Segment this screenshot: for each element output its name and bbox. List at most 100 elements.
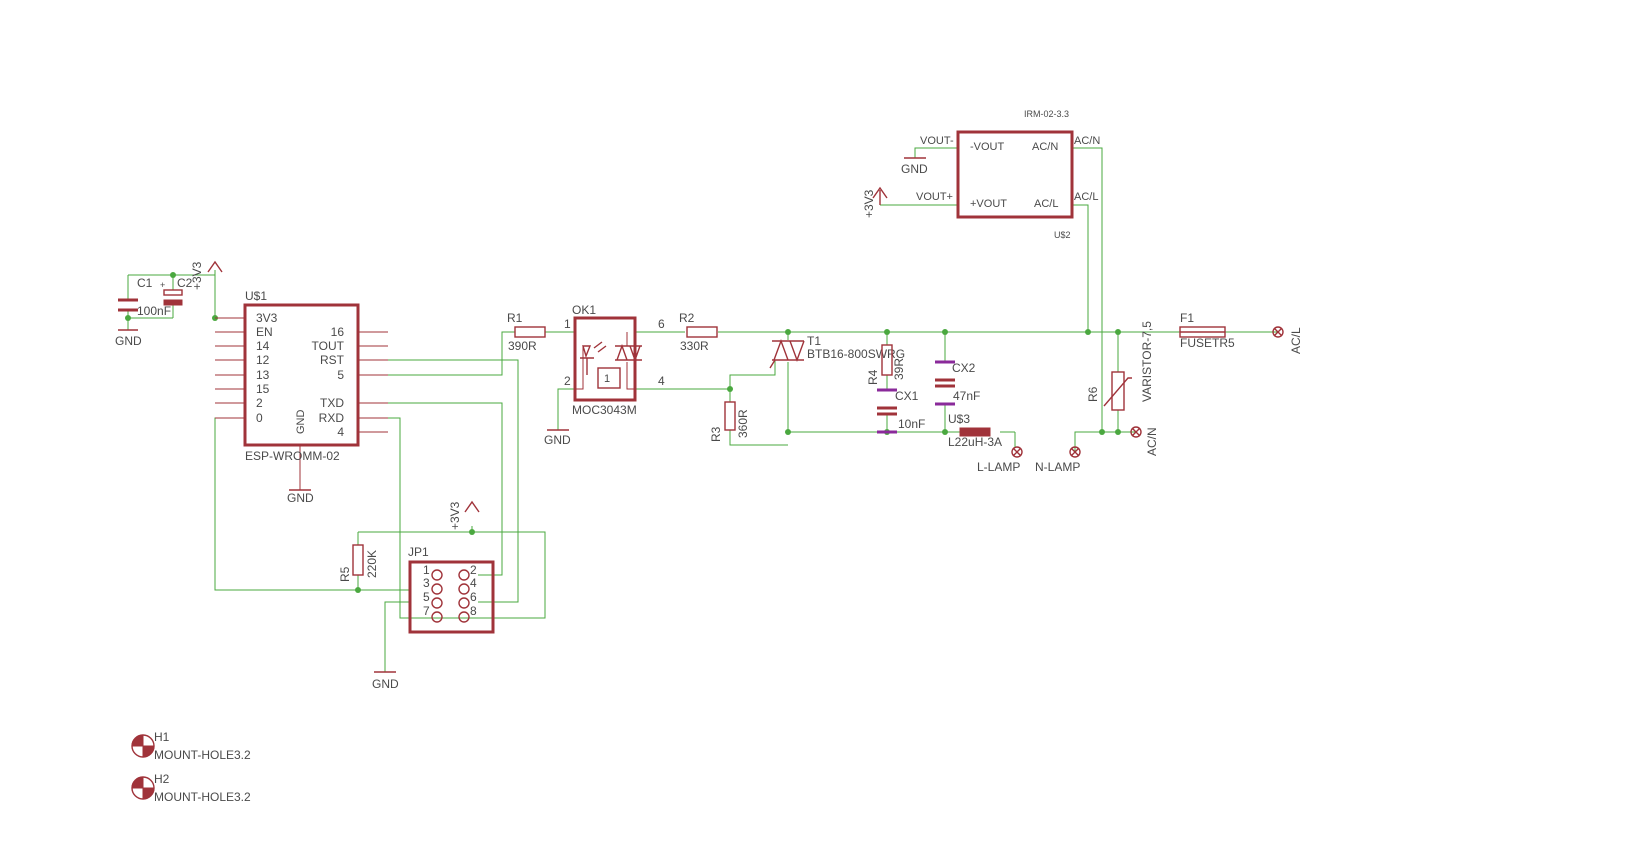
esp-value: ESP-WROMM-02 <box>245 449 340 463</box>
esp-pin-label: 12 <box>256 353 270 367</box>
svg-text:+3V3: +3V3 <box>190 261 204 290</box>
svg-text:GND: GND <box>901 162 928 176</box>
fuse-f1[interactable]: F1 FUSETR5 <box>1179 311 1235 350</box>
llamp-label: L-LAMP <box>977 460 1020 474</box>
c1-value: 100nF <box>137 304 171 318</box>
junction-dot <box>355 587 361 593</box>
svg-text:+3V3: +3V3 <box>448 501 462 530</box>
ok1-pin-label: 2 <box>564 374 571 388</box>
mount-hole-h2: H2 MOUNT-HOLE3.2 <box>131 772 251 804</box>
inductor-u3[interactable]: U$3 L22uH-3A <box>948 412 1002 449</box>
cx1-value: 10nF <box>898 417 925 431</box>
u2-pin-label: AC/L <box>1034 198 1058 210</box>
resistor-r3[interactable]: R3 360R <box>709 401 750 442</box>
u2-pad-label: VOUT- <box>920 135 954 147</box>
nlamp-label: N-LAMP <box>1035 460 1080 474</box>
wires <box>127 147 1278 672</box>
cx1-name: CX1 <box>895 389 919 403</box>
c2-name: C2 <box>177 276 193 290</box>
capacitor-cx2[interactable]: CX2 47nF <box>935 360 980 406</box>
u2-pad-label: AC/N <box>1074 135 1100 147</box>
resistor-r2[interactable]: R2 330R <box>679 311 718 353</box>
c2-polarity: + <box>160 280 165 290</box>
jp1-pin-label: 4 <box>470 576 477 590</box>
mount-hole-h1: H1 MOUNT-HOLE3.2 <box>131 730 251 762</box>
resistor-r5[interactable]: R5 220K <box>338 544 379 582</box>
u2-pin-label: -VOUT <box>970 141 1005 153</box>
svg-text:GND: GND <box>372 677 399 691</box>
v33-symbol: +3V3 <box>448 500 480 530</box>
t1-name: T1 <box>807 334 821 348</box>
esp-pin-label: TXD <box>320 396 344 410</box>
r4-name: R4 <box>866 369 880 385</box>
cx2-name: CX2 <box>952 361 976 375</box>
r6-value: VARISTOR-7,5 <box>1140 321 1154 402</box>
gnd-symbol: GND <box>544 429 571 447</box>
r4-value: 39R <box>892 358 906 380</box>
r1-name: R1 <box>507 311 523 325</box>
gnd-symbol: GND <box>372 671 399 691</box>
u2-name: U$2 <box>1054 230 1071 240</box>
junction-dot <box>1115 429 1121 435</box>
jp1-pin-label: 3 <box>423 576 430 590</box>
esp-right-pins: 16 TOUT RST 5 TXD RXD 4 <box>312 325 345 439</box>
connector-acn[interactable]: AC/N <box>1130 426 1159 456</box>
ok1-name: OK1 <box>572 303 596 317</box>
capacitor-c2[interactable]: + C2 <box>160 276 193 306</box>
esp-pin-label: TOUT <box>312 339 345 353</box>
esp-name: U$1 <box>245 289 267 303</box>
esp-pin-label: 15 <box>256 382 270 396</box>
acl-label: AC/L <box>1289 327 1303 354</box>
esp-module[interactable]: U$1 ESP-WROMM-02 3V3 EN 14 12 13 15 2 0 … <box>215 289 388 490</box>
r5-value: 220K <box>365 550 379 578</box>
h2-value: MOUNT-HOLE3.2 <box>154 790 251 804</box>
junction-dot <box>727 386 733 392</box>
junction-dot <box>884 329 890 335</box>
r1-value: 390R <box>508 339 537 353</box>
esp-pin-label: 2 <box>256 396 263 410</box>
v33-symbol: +3V3 <box>862 186 888 218</box>
triac-t1[interactable]: T1 BTB16-800SWRG <box>769 334 905 369</box>
jp1-pin-label: 1 <box>423 563 430 577</box>
svg-text:+3V3: +3V3 <box>862 189 876 218</box>
svg-text:GND: GND <box>544 433 571 447</box>
u2-pad-label: VOUT+ <box>916 191 953 203</box>
u2-pin-label: +VOUT <box>970 198 1007 210</box>
r5-name: R5 <box>338 566 352 582</box>
junction-dot <box>785 329 791 335</box>
r6-name: R6 <box>1086 386 1100 402</box>
header-jp1[interactable]: JP1 1 2 3 4 5 6 7 8 <box>408 545 495 634</box>
jp1-pin-label: 6 <box>470 590 477 604</box>
junction-dot <box>785 429 791 435</box>
connector-nlamp[interactable]: N-LAMP <box>1035 446 1081 474</box>
ok1-inner-label: 1 <box>604 373 610 385</box>
capacitor-cx1[interactable]: CX1 10nF <box>877 388 925 434</box>
esp-pin-label: 14 <box>256 339 270 353</box>
h1-name: H1 <box>154 730 170 744</box>
capacitor-c1[interactable]: C1 100nF <box>118 276 171 318</box>
r3-value: 360R <box>736 409 750 438</box>
esp-pin-label: 5 <box>337 368 344 382</box>
junction-dot <box>1099 429 1105 435</box>
u2-value: IRM-02-3.3 <box>1024 109 1069 119</box>
ok1-pin-label: 1 <box>564 317 571 331</box>
u2-pin-label: AC/N <box>1032 141 1058 153</box>
varistor-r6[interactable]: R6 VARISTOR-7,5 <box>1086 321 1154 411</box>
ok1-pin-label: 4 <box>658 374 665 388</box>
esp-pin-label: 3V3 <box>256 311 278 325</box>
acn-label: AC/N <box>1145 427 1159 456</box>
esp-pin-label: RXD <box>319 411 345 425</box>
power-module-u2[interactable]: IRM-02-3.3 U$2 -VOUT +VOUT AC/N AC/L VOU… <box>916 109 1100 240</box>
esp-left-pins: 3V3 EN 14 12 13 15 2 0 <box>256 311 278 425</box>
r2-name: R2 <box>679 311 695 325</box>
resistor-r4[interactable]: R4 39R <box>866 344 906 385</box>
jp1-pin-label: 7 <box>423 604 430 618</box>
connector-llamp[interactable]: L-LAMP <box>977 432 1023 474</box>
jp1-pin-label: 8 <box>470 604 477 618</box>
connector-acl[interactable]: AC/L <box>1272 326 1303 354</box>
resistor-r1[interactable]: R1 390R <box>507 311 546 353</box>
optocoupler-ok1[interactable]: 1 OK1 MOC3043M 1 2 6 4 <box>564 303 665 417</box>
junction-dot <box>1115 329 1121 335</box>
jp1-pin-label: 5 <box>423 590 430 604</box>
